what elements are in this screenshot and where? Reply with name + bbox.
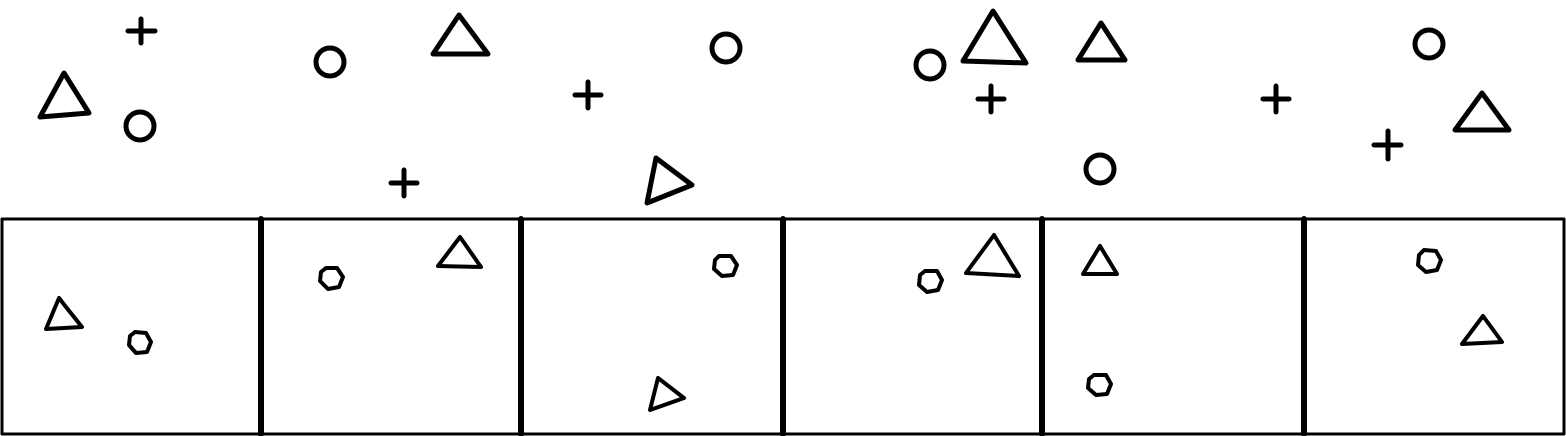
cross-shape xyxy=(1371,128,1404,162)
cross-shape xyxy=(1260,83,1292,115)
circle-shape xyxy=(917,269,944,294)
circle-shape xyxy=(313,45,347,79)
cross-shape xyxy=(975,83,1007,115)
panel-5 xyxy=(1081,244,1119,397)
circle-shape xyxy=(712,254,739,278)
cross-shape xyxy=(125,16,158,46)
triangle-shape xyxy=(430,12,491,57)
triangle-shape xyxy=(964,233,1021,278)
panel-strip xyxy=(0,216,1566,436)
triangle-shape xyxy=(1075,20,1128,63)
triangle-shape xyxy=(44,296,84,331)
triangle-shape xyxy=(648,376,686,412)
circle-shape xyxy=(123,109,157,143)
circle-shape xyxy=(1086,373,1113,397)
top-shape-field xyxy=(37,8,1512,206)
triangle-shape xyxy=(1452,90,1512,133)
panel-3 xyxy=(648,254,739,412)
circle-shape xyxy=(709,31,743,65)
panel-1 xyxy=(44,296,153,355)
circle-shape xyxy=(913,48,947,82)
panel-4 xyxy=(917,233,1021,294)
circle-shape xyxy=(1412,27,1446,61)
triangle-shape xyxy=(37,70,92,120)
triangle-shape xyxy=(644,155,695,206)
triangle-shape xyxy=(960,8,1029,66)
cross-shape xyxy=(572,79,604,111)
panel-6 xyxy=(1416,248,1504,346)
circle-shape xyxy=(1416,248,1443,274)
circle-shape xyxy=(1083,152,1117,186)
circle-shape xyxy=(127,330,153,355)
triangle-shape xyxy=(1081,244,1119,276)
triangle-shape xyxy=(436,235,483,269)
cross-shape xyxy=(388,167,420,199)
panel-2 xyxy=(318,235,483,291)
triangle-shape xyxy=(1460,314,1504,346)
circle-shape xyxy=(318,266,345,291)
